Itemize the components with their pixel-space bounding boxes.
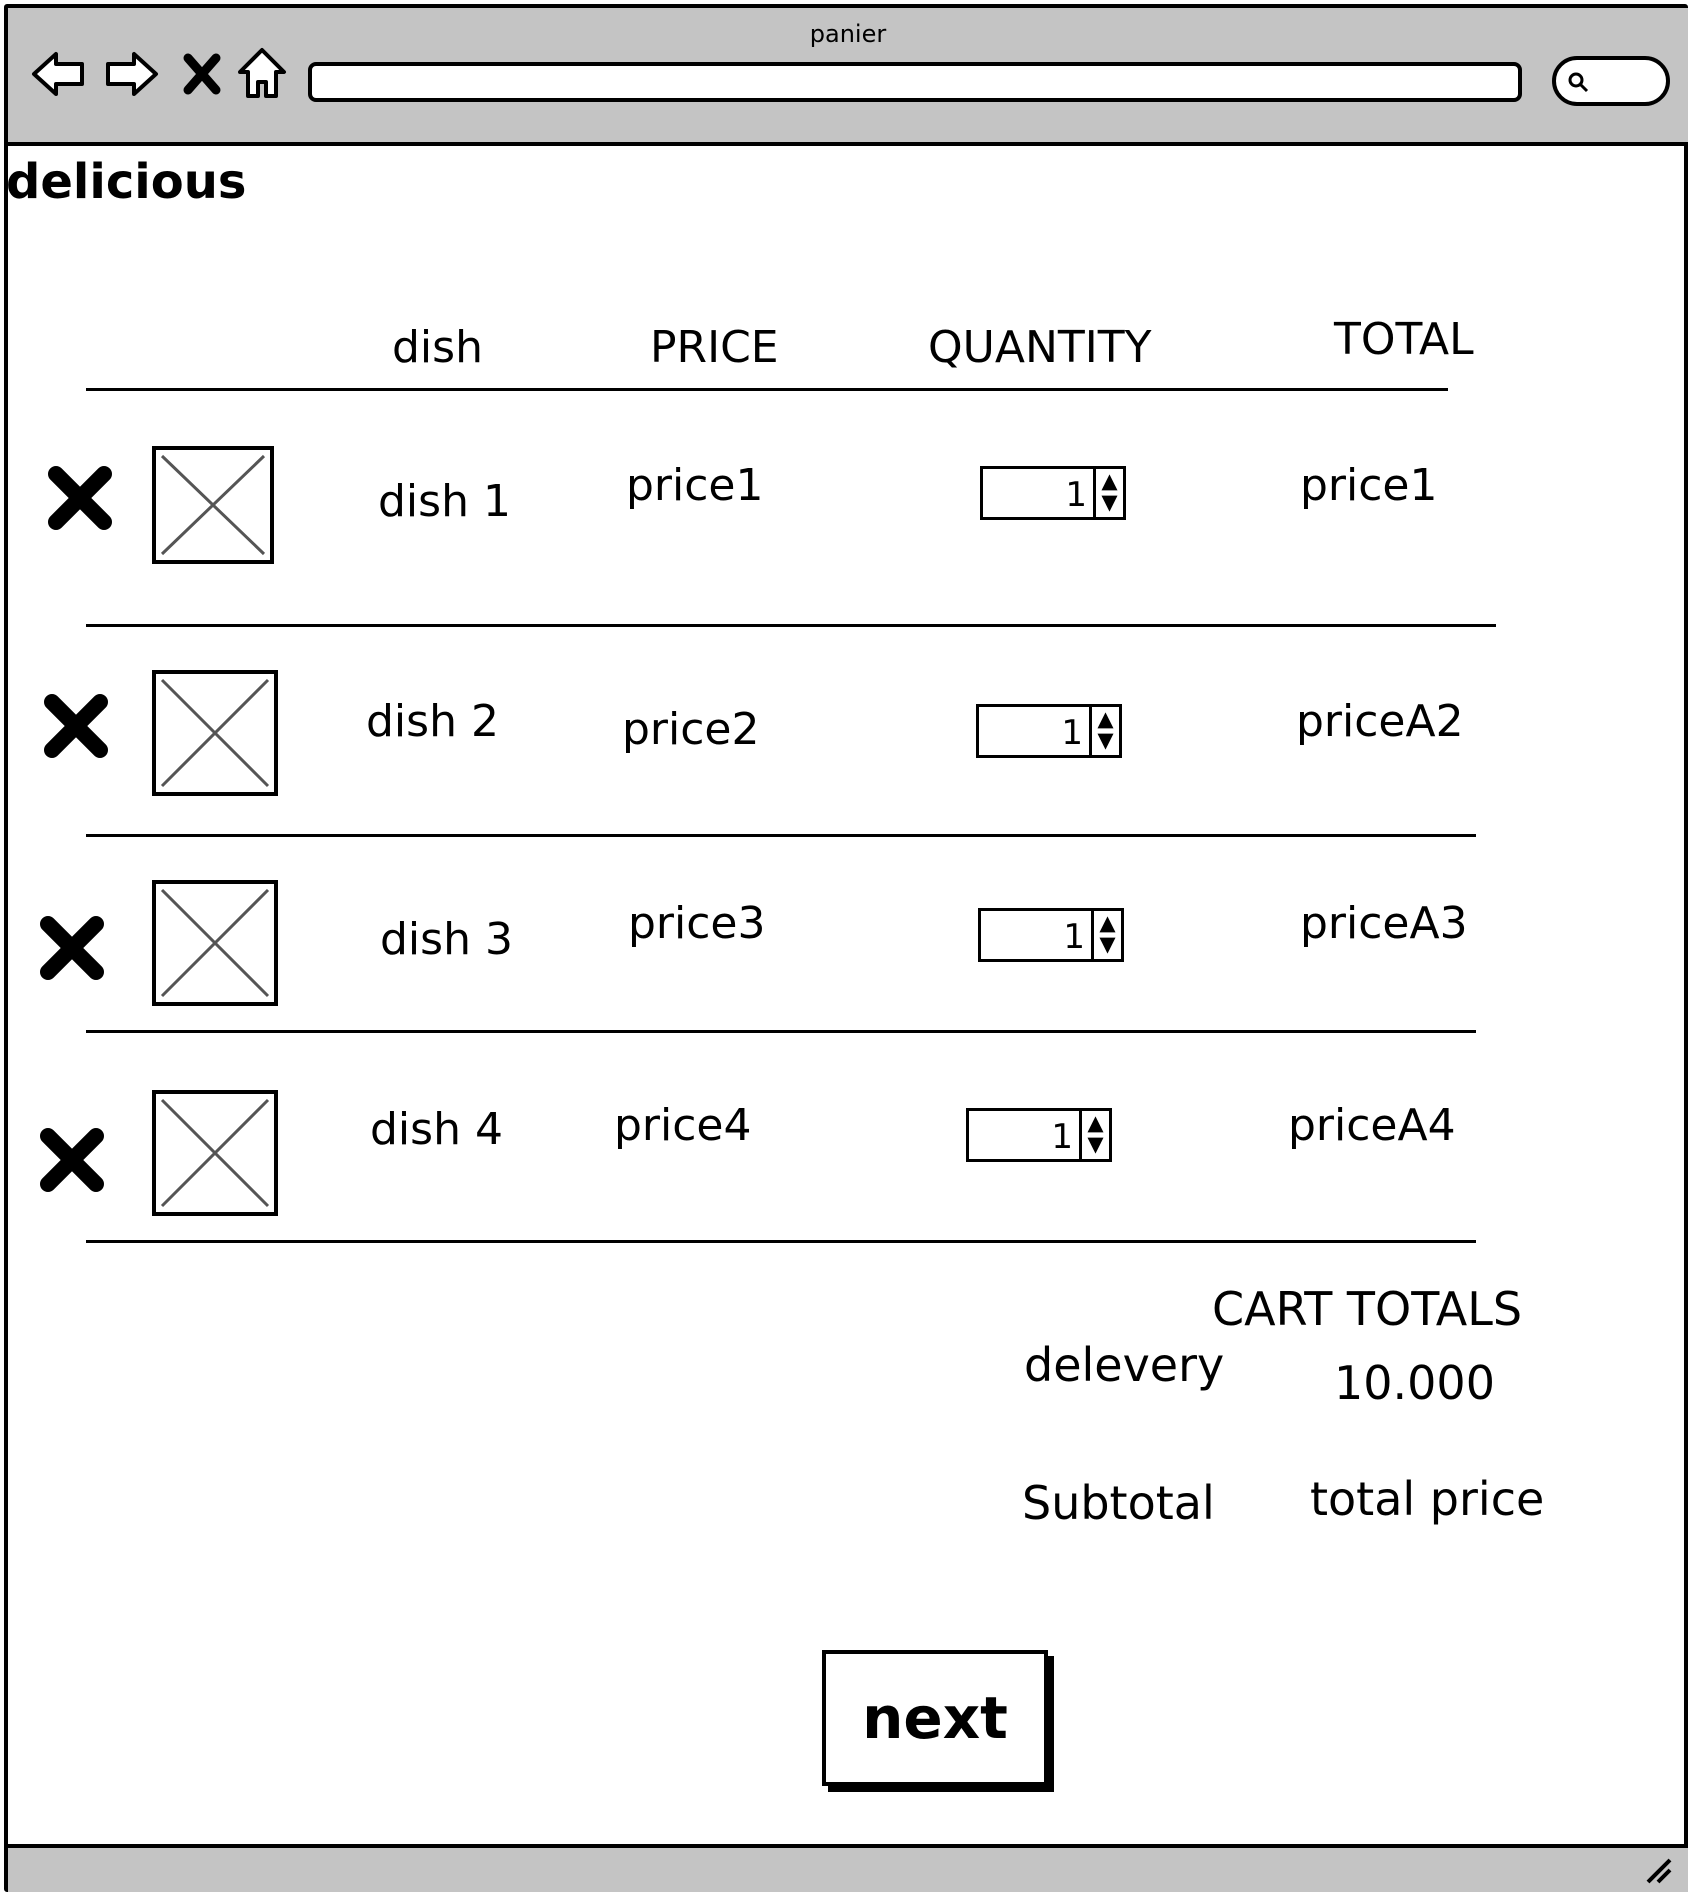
line-total: priceA2 [1296, 696, 1464, 747]
next-button[interactable]: next [822, 1650, 1048, 1786]
cart-totals-title: CART TOTALS [1212, 1282, 1523, 1336]
subtotal-value: total price [1310, 1472, 1545, 1526]
header-dish: dish [392, 322, 483, 373]
search-icon [1568, 72, 1589, 93]
row-divider [86, 1240, 1476, 1243]
delivery-label: delevery [1024, 1338, 1225, 1392]
dish-image-placeholder [152, 446, 274, 564]
home-icon[interactable] [234, 46, 290, 102]
row-divider [86, 624, 1496, 627]
quantity-value[interactable]: 1 [1063, 917, 1085, 957]
dish-name: dish 2 [366, 696, 499, 747]
quantity-stepper[interactable]: 1 [978, 908, 1124, 962]
dish-price: price4 [614, 1100, 752, 1151]
row-divider [86, 1030, 1476, 1033]
dish-name: dish 4 [370, 1104, 503, 1155]
quantity-value[interactable]: 1 [1065, 475, 1087, 515]
remove-item-icon[interactable] [38, 1126, 106, 1194]
status-bar [8, 1844, 1688, 1892]
back-icon[interactable] [30, 46, 86, 102]
resize-grip-icon[interactable] [1644, 1856, 1674, 1886]
stop-icon[interactable] [180, 46, 224, 102]
spinner-arrows-icon[interactable] [1093, 469, 1123, 517]
address-bar[interactable] [308, 62, 1522, 102]
dish-price: price1 [626, 460, 764, 511]
browser-window [4, 4, 1688, 1892]
dish-name: dish 3 [380, 914, 513, 965]
subtotal-label: Subtotal [1022, 1476, 1215, 1530]
window-title: panier [809, 20, 887, 48]
dish-price: price3 [628, 898, 766, 949]
dish-image-placeholder [152, 670, 278, 796]
dish-image-placeholder [152, 1090, 278, 1216]
spinner-arrows-icon[interactable] [1079, 1111, 1109, 1159]
delivery-value: 10.000 [1334, 1356, 1495, 1410]
remove-item-icon[interactable] [42, 692, 110, 760]
spinner-arrows-icon[interactable] [1091, 911, 1121, 959]
quantity-stepper[interactable]: 1 [980, 466, 1126, 520]
brand-logo: delicious [6, 154, 247, 210]
dish-name: dish 1 [378, 476, 511, 527]
header-total: TOTAL [1334, 314, 1474, 365]
browser-search[interactable] [1552, 56, 1670, 106]
row-divider [86, 834, 1476, 837]
line-total: price1 [1300, 460, 1438, 511]
header-quantity: QUANTITY [928, 322, 1152, 373]
quantity-value[interactable]: 1 [1051, 1117, 1073, 1157]
spinner-arrows-icon[interactable] [1089, 707, 1119, 755]
header-price: PRICE [650, 322, 779, 373]
dish-image-placeholder [152, 880, 278, 1006]
dish-price: price2 [622, 704, 760, 755]
remove-item-icon[interactable] [38, 914, 106, 982]
line-total: priceA3 [1300, 898, 1468, 949]
quantity-stepper[interactable]: 1 [966, 1108, 1112, 1162]
forward-icon[interactable] [104, 46, 160, 102]
header-divider [86, 388, 1448, 391]
quantity-stepper[interactable]: 1 [976, 704, 1122, 758]
line-total: priceA4 [1288, 1100, 1456, 1151]
quantity-value[interactable]: 1 [1061, 713, 1083, 753]
remove-item-icon[interactable] [46, 464, 114, 532]
